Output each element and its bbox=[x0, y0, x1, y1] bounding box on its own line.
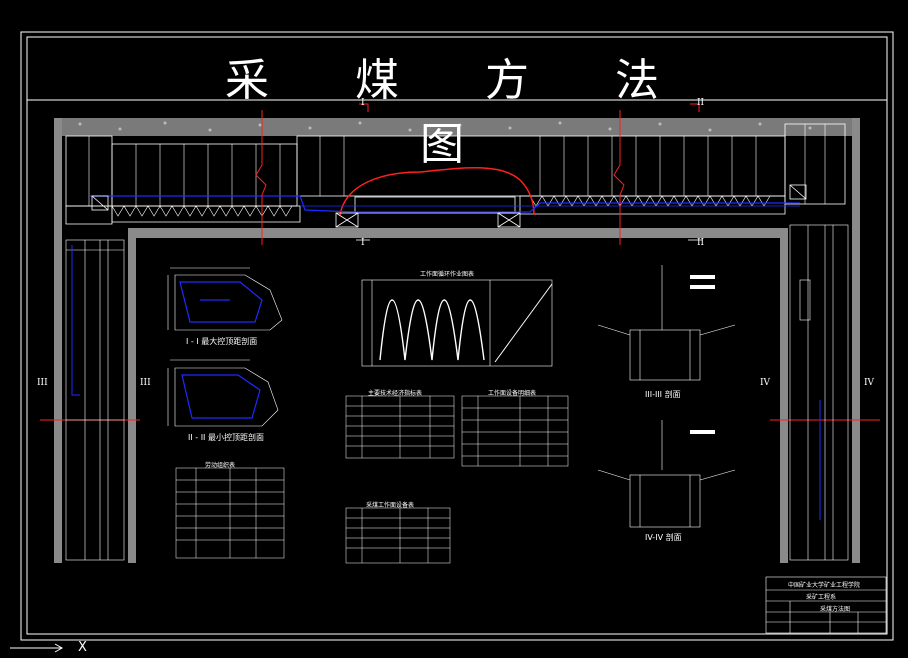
section-label-iii-right: III bbox=[140, 378, 151, 388]
section-i-sketch bbox=[167, 267, 283, 331]
right-wall-inner bbox=[780, 228, 788, 563]
rock-texture bbox=[78, 121, 812, 132]
right-roadway bbox=[789, 224, 849, 561]
drawing-title: 采 煤 方 法 图 bbox=[225, 55, 695, 170]
inner-border bbox=[26, 36, 888, 635]
right-wall-outer bbox=[852, 118, 860, 563]
cycle-chart bbox=[361, 279, 553, 367]
caption-table-d: 采煤工作面设备表 bbox=[366, 502, 415, 509]
roof-rock-band bbox=[62, 118, 852, 136]
caption-iv-section: IV-IV 剖面 bbox=[645, 533, 682, 542]
left-roadway bbox=[65, 239, 125, 561]
title-block-dept: 采矿工程系 bbox=[806, 594, 837, 601]
section-ii-blue bbox=[181, 374, 261, 419]
caption-table-b: 劳动组织表 bbox=[205, 462, 236, 469]
bottom-beam-left bbox=[128, 228, 524, 238]
caption-table-a: 主要技术经济指标表 bbox=[368, 390, 423, 397]
section-label-i-top: I bbox=[361, 98, 365, 108]
left-roadway-support bbox=[71, 245, 80, 396]
tail-drives bbox=[91, 184, 807, 228]
shearer-body bbox=[354, 196, 516, 214]
section-ii-sketch bbox=[167, 359, 279, 427]
section-label-iv-left: IV bbox=[760, 378, 771, 388]
table-c bbox=[461, 395, 569, 467]
caption-cycle-chart: 工作面循环作业图表 bbox=[420, 271, 475, 278]
title-block-school: 中国矿业大学矿业工程学院 bbox=[788, 582, 861, 589]
section-label-ii-top: II bbox=[697, 98, 705, 108]
title-block bbox=[765, 576, 887, 634]
title-block-drawing-name: 采煤方法图 bbox=[820, 606, 851, 613]
outer-border bbox=[20, 31, 894, 641]
x-axis-arrow bbox=[10, 643, 64, 653]
section-iv-bar bbox=[690, 430, 715, 434]
left-wall-outer bbox=[54, 118, 62, 563]
section-iii-bar bbox=[690, 275, 715, 279]
x-axis-label: X bbox=[78, 640, 87, 655]
conveyor-line bbox=[90, 195, 800, 213]
table-d bbox=[345, 507, 451, 564]
table-b bbox=[175, 467, 285, 559]
caption-max-roof: I - I 最大控顶距剖面 bbox=[186, 337, 258, 346]
table-a bbox=[345, 395, 455, 459]
section-i-blue bbox=[179, 281, 263, 323]
left-wall-inner bbox=[128, 228, 136, 563]
section-label-iii-left: III bbox=[37, 378, 48, 388]
section-iii-bar-2 bbox=[690, 285, 715, 289]
support-row bbox=[65, 123, 846, 225]
section-label-iv-right: IV bbox=[864, 378, 875, 388]
section-iii-sketch bbox=[597, 265, 736, 381]
section-label-i-bottom: I bbox=[361, 238, 365, 248]
caption-table-c: 工作面设备明细表 bbox=[488, 390, 537, 397]
section-label-ii-bottom: II bbox=[697, 238, 705, 248]
bottom-beam-right bbox=[524, 228, 788, 238]
caption-iii-section: III-III 剖面 bbox=[645, 390, 681, 399]
shearer-outline bbox=[339, 166, 535, 216]
caption-min-roof: II - II 最小控顶距剖面 bbox=[188, 433, 264, 442]
section-iv-sketch bbox=[597, 420, 736, 528]
support-dividers bbox=[88, 124, 826, 206]
